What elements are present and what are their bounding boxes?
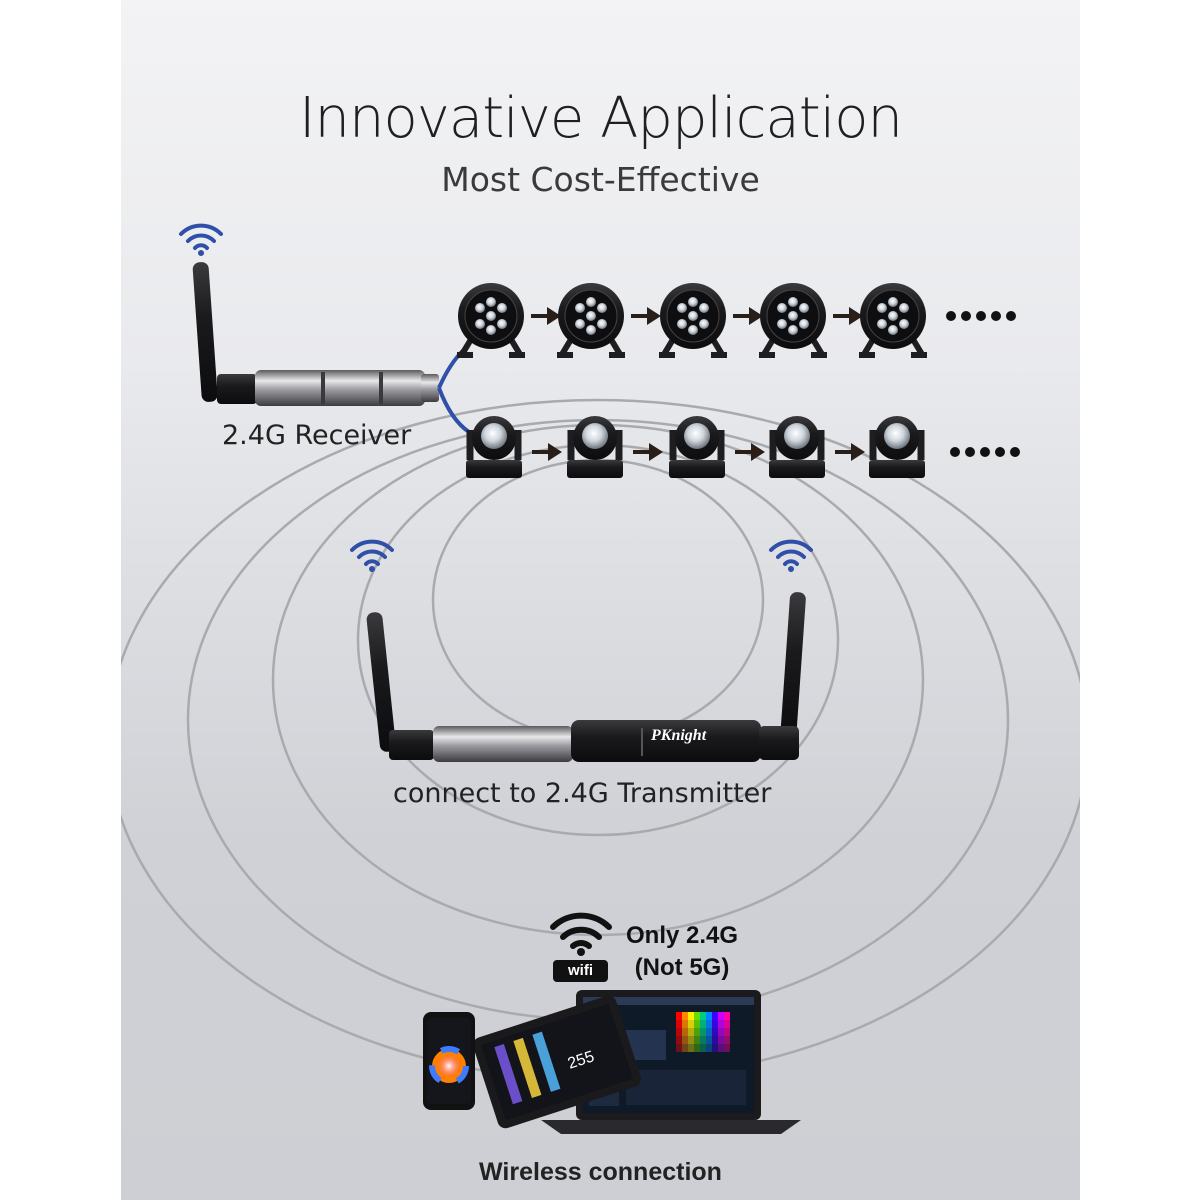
arrow-right-icon [733, 307, 763, 325]
receiver-wifi-icon [179, 223, 223, 256]
continuation-dots [946, 311, 1016, 321]
page-title: Innovative Application [298, 86, 903, 151]
svg-text:PKnight: PKnight [650, 727, 707, 744]
par-light-icon [557, 283, 625, 358]
arrow-right-icon [735, 443, 765, 461]
wifi-badge-label: wifi [568, 962, 593, 979]
poster: PKnight 255 [121, 0, 1080, 1200]
arrow-right-icon [531, 307, 561, 325]
y-cable [437, 343, 471, 434]
transmitter-device: PKnight [389, 720, 799, 762]
band-note: Only 2.4G (Not 5G) [626, 920, 738, 984]
moving-head-icon [869, 416, 925, 478]
arrow-right-icon [631, 307, 661, 325]
arrow-right-icon [633, 443, 663, 461]
wifi-badge-icon [550, 912, 612, 956]
receiver-antenna-icon [192, 262, 218, 402]
moving-head-icon [466, 416, 522, 478]
band-note-line2: (Not 5G) [634, 954, 730, 981]
transmitter-antenna-icon-right [780, 592, 806, 742]
continuation-dots [950, 447, 1020, 457]
par-light-row [457, 283, 1016, 358]
phone-icon [423, 1012, 475, 1110]
receiver-label: 2.4G Receiver [222, 420, 412, 451]
par-light-icon [759, 283, 827, 358]
arrow-right-icon [833, 307, 863, 325]
transmitter-wifi-icon-left [350, 539, 394, 572]
footer-caption: Wireless connection [479, 1158, 722, 1186]
tablet-icon: 255 [473, 995, 641, 1129]
diagram-canvas: PKnight 255 [121, 223, 1080, 1134]
transmitter-label: connect to 2.4G Transmitter [393, 778, 772, 809]
moving-head-icon [567, 416, 623, 478]
transmitter-wifi-icon-right [769, 539, 813, 572]
page-subtitle: Most Cost-Effective [441, 160, 760, 199]
par-light-icon [859, 283, 927, 358]
band-note-line1: Only 2.4G [626, 922, 739, 949]
moving-head-icon [669, 416, 725, 478]
transmitter-antenna-icon-left [366, 612, 396, 752]
par-light-icon [457, 283, 525, 358]
moving-head-icon [769, 416, 825, 478]
receiver-device [217, 370, 439, 406]
arrow-right-icon [835, 443, 865, 461]
arrow-right-icon [532, 443, 562, 461]
moving-head-row [466, 416, 1020, 478]
wifi-badge-box [553, 960, 608, 982]
par-light-icon [659, 283, 727, 358]
